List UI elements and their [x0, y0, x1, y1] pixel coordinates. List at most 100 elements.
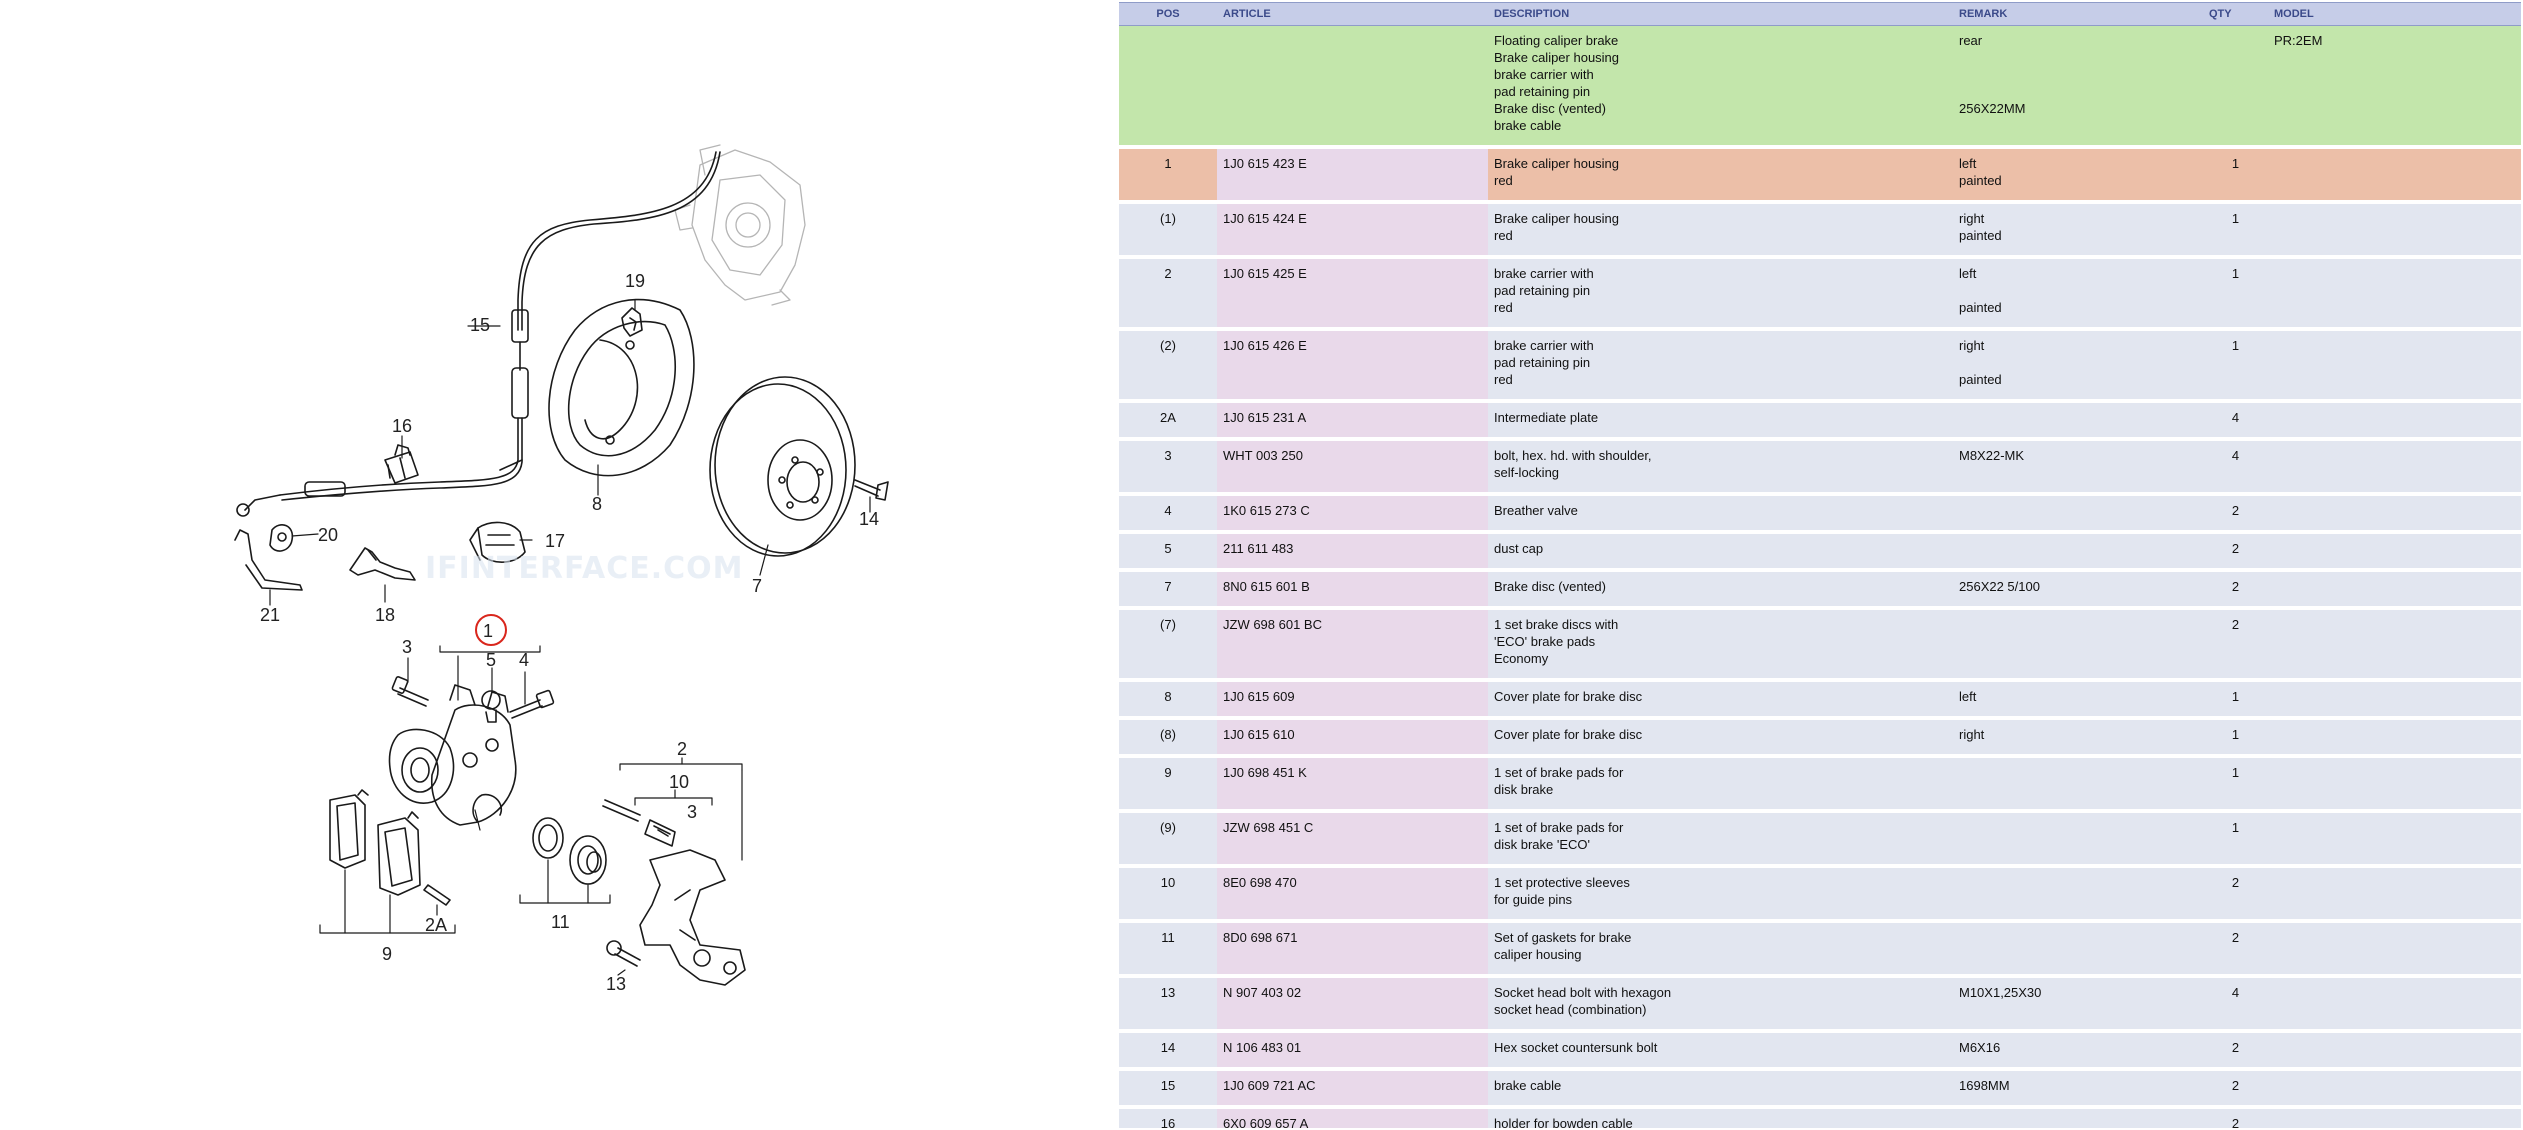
exploded-view-drawing: IFINTERFACE.COM 1 2 2A 3 3 4 5 7 8 9 10 … — [234, 144, 889, 994]
cell-qty: 2 — [2203, 1069, 2268, 1109]
cell-pos: 10 — [1119, 866, 1217, 923]
callout-14[interactable]: 14 — [859, 509, 879, 529]
cell-pos: 2 — [1119, 257, 1217, 331]
cell-qty: 4 — [2203, 401, 2268, 441]
cell-remark — [1953, 401, 2203, 441]
cell-qty: 1 — [2203, 811, 2268, 868]
cell-article[interactable]: 1J0 609 721 AC — [1217, 1069, 1488, 1109]
callout-1[interactable]: 1 — [483, 621, 493, 641]
cell-description: Hex socket countersunk bolt — [1488, 1031, 1953, 1071]
cell-qty: 1 — [2203, 718, 2268, 758]
cell-model — [2268, 494, 2521, 534]
callout-13[interactable]: 13 — [606, 974, 626, 994]
cell-article[interactable]: N 907 403 02 — [1217, 976, 1488, 1033]
cell-article[interactable]: 1K0 615 273 C — [1217, 494, 1488, 534]
callout-11[interactable]: 11 — [551, 912, 570, 932]
callout-10[interactable]: 10 — [669, 772, 689, 792]
header-remark[interactable]: REMARK — [1953, 2, 2203, 26]
callout-16[interactable]: 16 — [392, 416, 412, 436]
callout-3[interactable]: 3 — [402, 637, 412, 657]
cell-description: Brake disc (vented) — [1488, 570, 1953, 610]
header-model[interactable]: MODEL — [2268, 2, 2521, 26]
cell-pos: (8) — [1119, 718, 1217, 758]
callout-15[interactable]: 15 — [470, 315, 490, 335]
callout-4[interactable]: 4 — [519, 650, 529, 670]
cell-remark: M6X16 — [1953, 1031, 2203, 1071]
cell-article[interactable]: 1J0 615 610 — [1217, 718, 1488, 758]
cell-model — [2268, 976, 2521, 1033]
cell-article[interactable]: 1J0 615 425 E — [1217, 257, 1488, 331]
cell-remark — [1953, 866, 2203, 923]
header-qty[interactable]: QTY — [2203, 2, 2268, 26]
header-pos[interactable]: POS — [1119, 2, 1217, 26]
spring-clip-18-drawing — [349, 547, 416, 581]
parts-table: POS ARTICLE DESCRIPTION REMARK QTY MODEL… — [1119, 2, 2521, 1128]
callout-21[interactable]: 21 — [260, 605, 280, 625]
cell-article — [1217, 25, 1488, 149]
cell-remark: right painted — [1953, 329, 2203, 403]
cell-article[interactable]: 8E0 698 470 — [1217, 866, 1488, 923]
cell-pos: 14 — [1119, 1031, 1217, 1071]
callout-9[interactable]: 9 — [382, 944, 392, 964]
cell-qty: 2 — [2203, 570, 2268, 610]
cell-article[interactable]: JZW 698 601 BC — [1217, 608, 1488, 682]
cell-article[interactable]: WHT 003 250 — [1217, 439, 1488, 496]
cell-article[interactable]: 1J0 615 424 E — [1217, 202, 1488, 259]
callout-8[interactable]: 8 — [592, 494, 602, 514]
callout-20[interactable]: 20 — [318, 525, 338, 545]
cell-article[interactable]: 1J0 615 231 A — [1217, 401, 1488, 441]
cell-article[interactable]: 211 611 483 — [1217, 532, 1488, 572]
bracket-drawing — [621, 307, 643, 337]
cell-qty: 2 — [2203, 608, 2268, 682]
callout-18[interactable]: 18 — [375, 605, 395, 625]
cell-model — [2268, 921, 2521, 978]
cell-qty: 1 — [2203, 756, 2268, 813]
brake-disc-drawing — [709, 376, 856, 557]
callout-3-carrier[interactable]: 3 — [687, 802, 697, 822]
cell-article[interactable]: N 106 483 01 — [1217, 1031, 1488, 1071]
callout-2[interactable]: 2 — [677, 739, 687, 759]
cell-article[interactable]: 6X0 609 657 A — [1217, 1107, 1488, 1128]
cell-article[interactable]: 1J0 615 426 E — [1217, 329, 1488, 403]
cell-model — [2268, 1069, 2521, 1109]
cell-model — [2268, 1031, 2521, 1071]
cell-pos: 15 — [1119, 1069, 1217, 1109]
callout-7[interactable]: 7 — [752, 576, 762, 596]
callout-2a[interactable]: 2A — [425, 915, 447, 935]
header-article[interactable]: ARTICLE — [1217, 2, 1488, 26]
cell-qty: 1 — [2203, 680, 2268, 720]
brake-carrier-drawing — [639, 849, 746, 986]
header-description[interactable]: DESCRIPTION — [1488, 2, 1953, 26]
callout-19[interactable]: 19 — [625, 271, 645, 291]
cell-article[interactable]: 1J0 615 423 E — [1217, 147, 1488, 204]
cell-article[interactable]: 8N0 615 601 B — [1217, 570, 1488, 610]
spring-clip-21-drawing — [234, 529, 303, 591]
cell-article[interactable]: 8D0 698 671 — [1217, 921, 1488, 978]
callout-5[interactable]: 5 — [486, 650, 496, 670]
cell-article[interactable]: 1J0 615 609 — [1217, 680, 1488, 720]
cell-article[interactable]: 1J0 698 451 K — [1217, 756, 1488, 813]
callout-17[interactable]: 17 — [545, 531, 565, 551]
cell-article[interactable]: JZW 698 451 C — [1217, 811, 1488, 868]
cell-model — [2268, 257, 2521, 331]
